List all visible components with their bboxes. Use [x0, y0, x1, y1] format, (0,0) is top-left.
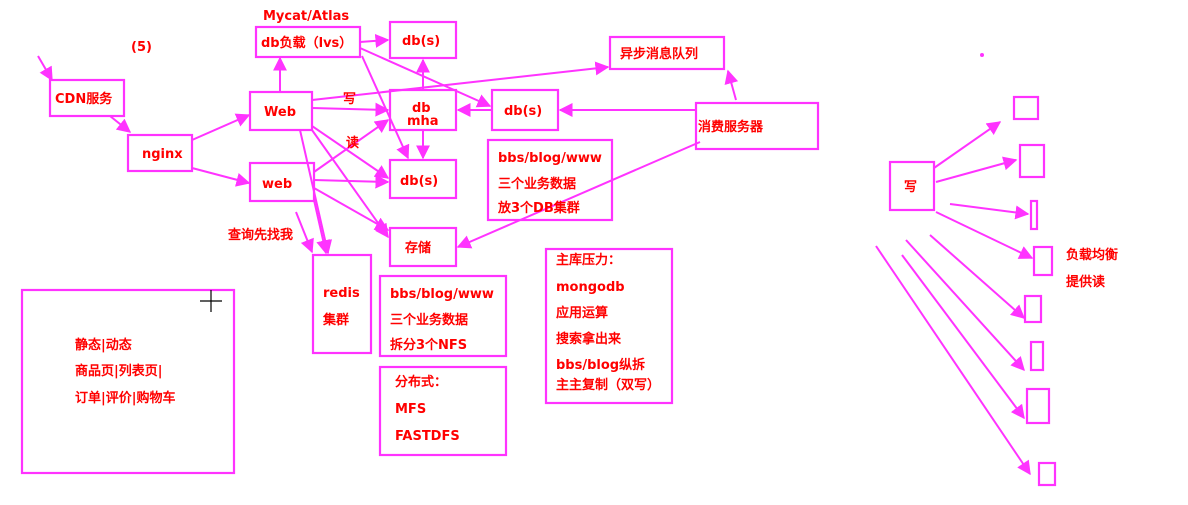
nginx-label: nginx [142, 147, 183, 162]
arrow-consumer-storage [456, 141, 701, 249]
redis-box [311, 253, 373, 355]
mha-label: mha [407, 114, 439, 129]
arrow-node6 [905, 239, 1025, 372]
db-label: db [412, 101, 431, 116]
redis-label: redis [323, 286, 360, 301]
pages-note-box [20, 288, 236, 475]
static-dynamic-label: 静态|动态 [75, 337, 132, 353]
db-s-top-label: db(s) [402, 34, 440, 49]
web-upper-label: Web [264, 105, 296, 120]
node-box-3 [1029, 199, 1039, 231]
nfs-note-line-1: bbs/blog/www [390, 287, 494, 302]
arrow-dblb-dbs-right [359, 47, 492, 108]
arrow-node7 [901, 254, 1025, 420]
pages-label: 商品页|列表页| [75, 363, 163, 379]
arrow-weblower-storage [313, 187, 390, 231]
node-box-7 [1025, 387, 1051, 425]
db-s-right-label: db(s) [504, 104, 542, 119]
arrow-nginx-web-lower [191, 167, 251, 187]
arrow-weblower-dbs [313, 174, 390, 189]
pressure-note-line-1: 主库压力： [556, 252, 621, 268]
db-lb-label: db负载（lvs） [261, 35, 352, 51]
arrow-consumer-mq [724, 69, 739, 101]
arrow-node5 [929, 234, 1026, 319]
arrow-web-redis [299, 129, 333, 255]
orders-label: 订单|评价|购物车 [75, 390, 176, 406]
storage-box [388, 226, 458, 268]
arrow-nginx-web-upper [191, 113, 251, 141]
pressure-note-box [544, 247, 674, 405]
db-cluster-note-line-1: bbs/blog/www [498, 151, 602, 166]
arrow-query-redis [295, 211, 314, 254]
crosshair-cursor-icon [200, 290, 222, 312]
node-box-1 [1012, 95, 1040, 121]
db-s-bottom-label: db(s) [400, 174, 438, 189]
mq-label: 异步消息队列 [620, 46, 698, 62]
arrow-cdn-nginx [109, 115, 132, 133]
node-box-5 [1023, 294, 1043, 324]
dist-note-line-1: 分布式： [395, 374, 447, 390]
db-s-top-box [388, 20, 458, 60]
lb-right-label-1: 负载均衡 [1066, 247, 1118, 263]
arrow-web-dbs-bottom [311, 125, 390, 179]
query-first-label: 查询先找我 [227, 227, 293, 243]
dist-note-line-3: FASTDFS [395, 429, 460, 444]
lb-right-label-2: 提供读 [1066, 274, 1105, 290]
cdn-label: CDN服务 [55, 91, 113, 107]
nfs-note-line-2: 三个业务数据 [390, 312, 468, 328]
write-label: 写 [343, 92, 356, 107]
db-s-bottom-box [388, 158, 458, 200]
mq-box [608, 35, 726, 71]
write-right-label: 写 [904, 180, 917, 195]
arrow-write-node1 [933, 121, 1002, 169]
nfs-note-line-3: 拆分3个NFS [390, 337, 467, 353]
nfs-note-box [378, 274, 508, 358]
dist-note-line-2: MFS [395, 402, 426, 417]
node-box-2 [1018, 143, 1046, 179]
nginx-box [126, 133, 194, 173]
pressure-note-line-6: 主主复制（双写） [556, 377, 660, 393]
arrow-write-node2 [935, 156, 1018, 183]
arrow-into-cdn [37, 55, 53, 82]
node-box-4 [1032, 245, 1054, 277]
arrow-web-db-write [311, 102, 390, 117]
pressure-note-line-3: 应用运算 [556, 305, 608, 321]
pressure-note-line-4: 搜索拿出来 [556, 331, 622, 347]
redis-cluster-label: 集群 [322, 312, 349, 328]
node-box-8 [1037, 461, 1057, 487]
consumer-label: 消费服务器 [698, 119, 764, 135]
read-label: 读 [346, 135, 359, 151]
cdn-box [48, 78, 126, 118]
step-label: (5) [131, 40, 152, 55]
pressure-note-line-5: bbs/blog纵拆 [556, 357, 645, 373]
arrow-dblb-dbs-bottom [361, 55, 410, 160]
dot-mark [980, 53, 984, 57]
node-box-6 [1029, 340, 1045, 372]
db-cluster-note-line-2: 三个业务数据 [498, 176, 576, 192]
write-right-box [888, 160, 936, 212]
arrow-write-node3 [949, 203, 1030, 220]
mycat-label: Mycat/Atlas [263, 9, 349, 24]
arrow-web-mq [311, 61, 610, 101]
arrow-write-node4 [935, 211, 1034, 259]
arrow-node8 [875, 245, 1031, 476]
pressure-note-line-2: mongodb [556, 280, 625, 295]
web-lower-label: web [262, 177, 292, 192]
arrow-weblower-db-read [313, 119, 390, 173]
consumer-box [694, 101, 820, 151]
arrow-dblb-dbs-top [359, 33, 390, 48]
dist-note-box [378, 365, 508, 457]
storage-label: 存储 [405, 240, 431, 256]
db-cluster-note-line-3: 放3个DB集群 [497, 200, 580, 216]
arrow-weblower-redis [313, 199, 331, 255]
